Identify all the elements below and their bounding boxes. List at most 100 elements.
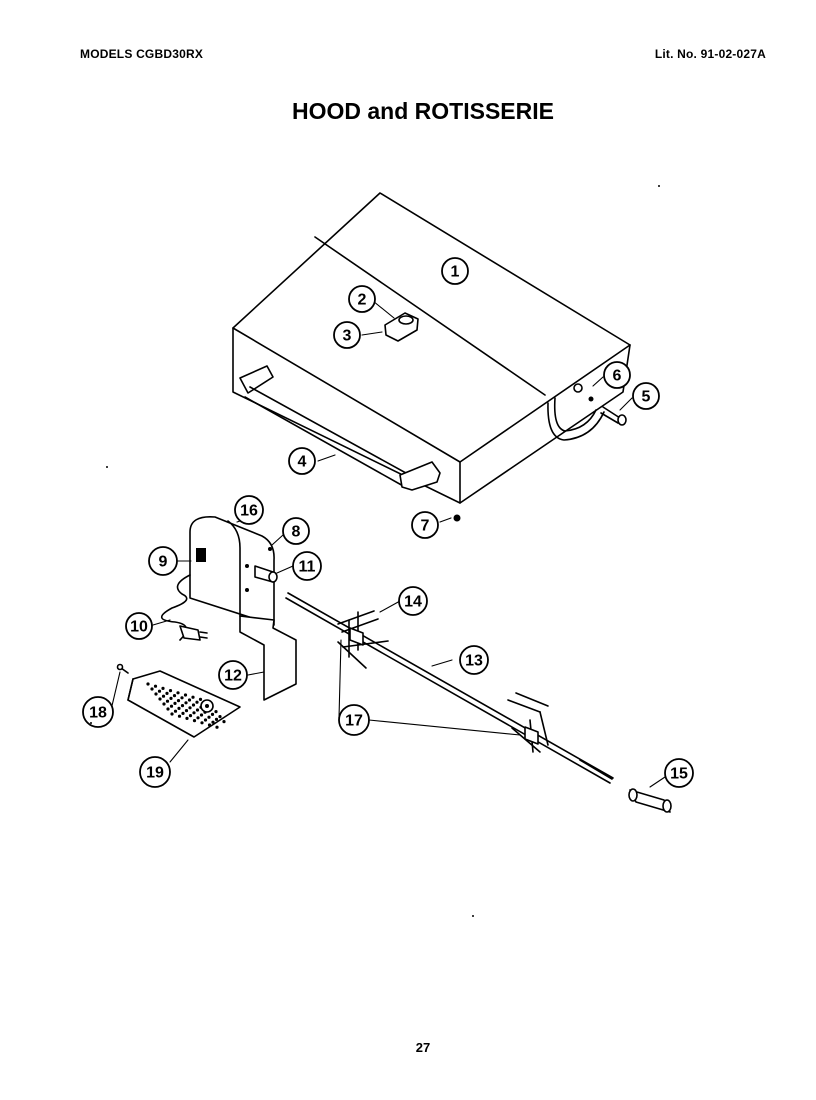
callout-15: 15 (664, 758, 694, 788)
callout-label: 19 (146, 765, 164, 782)
grille-hole (158, 697, 162, 701)
callout-14: 14 (398, 586, 428, 616)
callout-circle (139, 756, 171, 788)
callout-label: 15 (670, 766, 688, 783)
grille-hole (187, 698, 192, 702)
callout-circle (292, 551, 322, 581)
callout-8: 8 (282, 517, 310, 545)
grille-hole (173, 701, 177, 706)
grille-hole (198, 697, 203, 702)
callout-10: 10 (125, 612, 153, 640)
callout-16: 16 (234, 495, 264, 525)
grille-hole (180, 696, 184, 700)
grille-plate-drawing (116, 663, 241, 738)
callout-label: 13 (465, 653, 483, 670)
callout-1: 1 (441, 257, 469, 285)
callout-label: 17 (345, 713, 363, 730)
callout-circle (459, 645, 489, 675)
callout-label: 2 (358, 292, 367, 309)
grille-hole (184, 709, 189, 713)
callout-label: 1 (451, 264, 460, 281)
grille-hole (211, 720, 215, 724)
callout-6: 6 (603, 361, 631, 389)
callout-circle (148, 546, 178, 576)
grille-hole (183, 693, 188, 697)
grille-hole (196, 716, 200, 720)
callout-circle (338, 704, 370, 736)
callout-label: 3 (343, 328, 352, 345)
hood-drawing (232, 192, 631, 522)
callout-circle (632, 382, 660, 410)
callout-circle (398, 586, 428, 616)
callout-circle (82, 696, 114, 728)
grille-hole (215, 725, 219, 729)
grille-hole (222, 720, 226, 724)
callout-circle (234, 495, 264, 525)
grille-hole (169, 704, 174, 708)
grille-hole (200, 721, 204, 725)
grille-hole (161, 686, 165, 691)
grille-hole (207, 715, 211, 719)
grille-hole (214, 710, 218, 714)
page-title: HOOD and ROTISSERIE (292, 98, 554, 124)
grille-hole (218, 715, 222, 719)
callout-label: 5 (642, 389, 651, 406)
grille-hole (188, 714, 193, 718)
grille-hole (176, 699, 181, 703)
callout-label: 6 (613, 368, 622, 385)
grille-hole (207, 723, 212, 727)
callout-circle (348, 285, 376, 313)
grille-hole (199, 713, 204, 717)
grille-hole (161, 694, 166, 698)
grille-hole (191, 703, 196, 707)
grille-hole (162, 702, 166, 706)
callout-label: 10 (130, 619, 148, 636)
callout-circle (603, 361, 631, 389)
callout-4: 4 (288, 447, 316, 475)
grille-hole (153, 684, 158, 688)
grille-hole (168, 689, 173, 693)
callout-label: 18 (89, 705, 107, 722)
callout-18: 18 (82, 696, 114, 728)
callout-5: 5 (632, 382, 660, 410)
grille-hole (154, 692, 158, 696)
lit-number-label: Lit. No. 91-02-027A (654, 47, 766, 61)
grille-hole (170, 712, 174, 716)
callout-label: 4 (298, 454, 307, 471)
callout-12: 12 (218, 660, 248, 690)
page-number: 27 (415, 1040, 431, 1055)
grille-hole (203, 718, 208, 722)
callout-17: 17 (338, 704, 370, 736)
callout-circle (125, 612, 153, 640)
grille-hole (165, 699, 170, 703)
callout-label: 8 (292, 524, 301, 541)
callout-label: 14 (404, 594, 422, 611)
grille-hole (177, 706, 181, 711)
spit-drawing (285, 592, 672, 813)
grille-hole (180, 704, 185, 708)
grille-hole (165, 691, 169, 696)
callout-9: 9 (148, 546, 178, 576)
callout-label: 7 (421, 518, 430, 535)
callout-circle (441, 257, 469, 285)
callout-label: 9 (159, 554, 168, 571)
callout-circle (218, 660, 248, 690)
callout-circle (288, 447, 316, 475)
callout-3: 3 (333, 321, 361, 349)
grille-hole (188, 706, 192, 710)
callout-7: 7 (411, 511, 439, 539)
grille-hole (173, 709, 178, 713)
callout-circle (333, 321, 361, 349)
grille-hole (181, 711, 185, 716)
callout-2: 2 (348, 285, 376, 313)
grille-hole (192, 711, 196, 715)
callout-circle (411, 511, 439, 539)
models-label: MODELS CGBD30RX (80, 47, 204, 61)
grille-hole (157, 689, 162, 693)
grille-hole (195, 708, 200, 712)
grille-hole (191, 695, 195, 699)
grille-hole (184, 701, 188, 705)
callout-13: 13 (459, 645, 489, 675)
